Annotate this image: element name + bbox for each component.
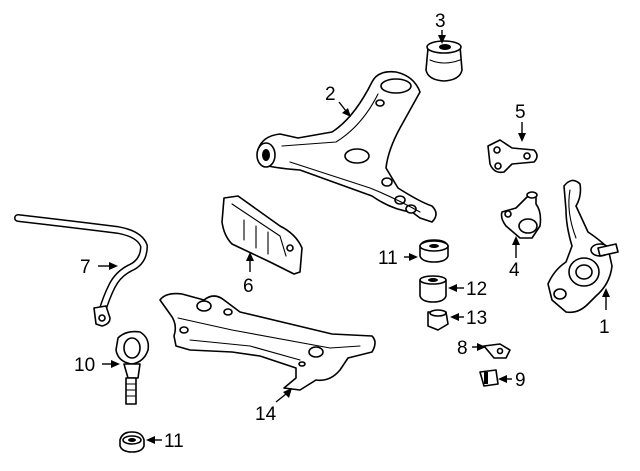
callout-12: 12: [466, 279, 487, 300]
callout-10: 10: [74, 355, 95, 376]
callout-5: 5: [515, 102, 526, 123]
callout-11-lower: 11: [164, 431, 184, 452]
splash-shield: [221, 195, 303, 275]
callout-6: 6: [243, 276, 254, 297]
callout-labels: 1 2 3 4 5 6 7 8 9 10 11 11 12 13 14: [74, 11, 610, 452]
stabilizer-bar: [14, 214, 148, 327]
callout-2: 2: [325, 84, 336, 105]
nut-lower: [119, 431, 145, 453]
clip: [483, 343, 511, 359]
lower-control-arm: [256, 70, 437, 223]
callout-13: 13: [466, 308, 487, 329]
callout-1: 1: [599, 317, 610, 338]
stabilizer-bushing: [479, 369, 499, 387]
ball-joint: [500, 191, 542, 239]
callout-7: 7: [80, 257, 91, 278]
ball-joint-plate: [487, 139, 538, 174]
leader-lines: [98, 30, 610, 444]
callout-4: 4: [509, 260, 520, 281]
steering-knuckle: [547, 179, 619, 314]
callout-8: 8: [457, 338, 468, 359]
subframe: [159, 292, 376, 391]
callout-3: 3: [435, 11, 446, 32]
callout-9: 9: [515, 370, 526, 391]
stabilizer-link: [115, 330, 150, 405]
control-arm-bushing: [425, 40, 463, 82]
callout-11-upper: 11: [378, 248, 398, 269]
washer: [419, 275, 447, 303]
nut-upper: [419, 239, 449, 263]
callout-14: 14: [255, 404, 277, 425]
nut-13: [427, 309, 449, 331]
